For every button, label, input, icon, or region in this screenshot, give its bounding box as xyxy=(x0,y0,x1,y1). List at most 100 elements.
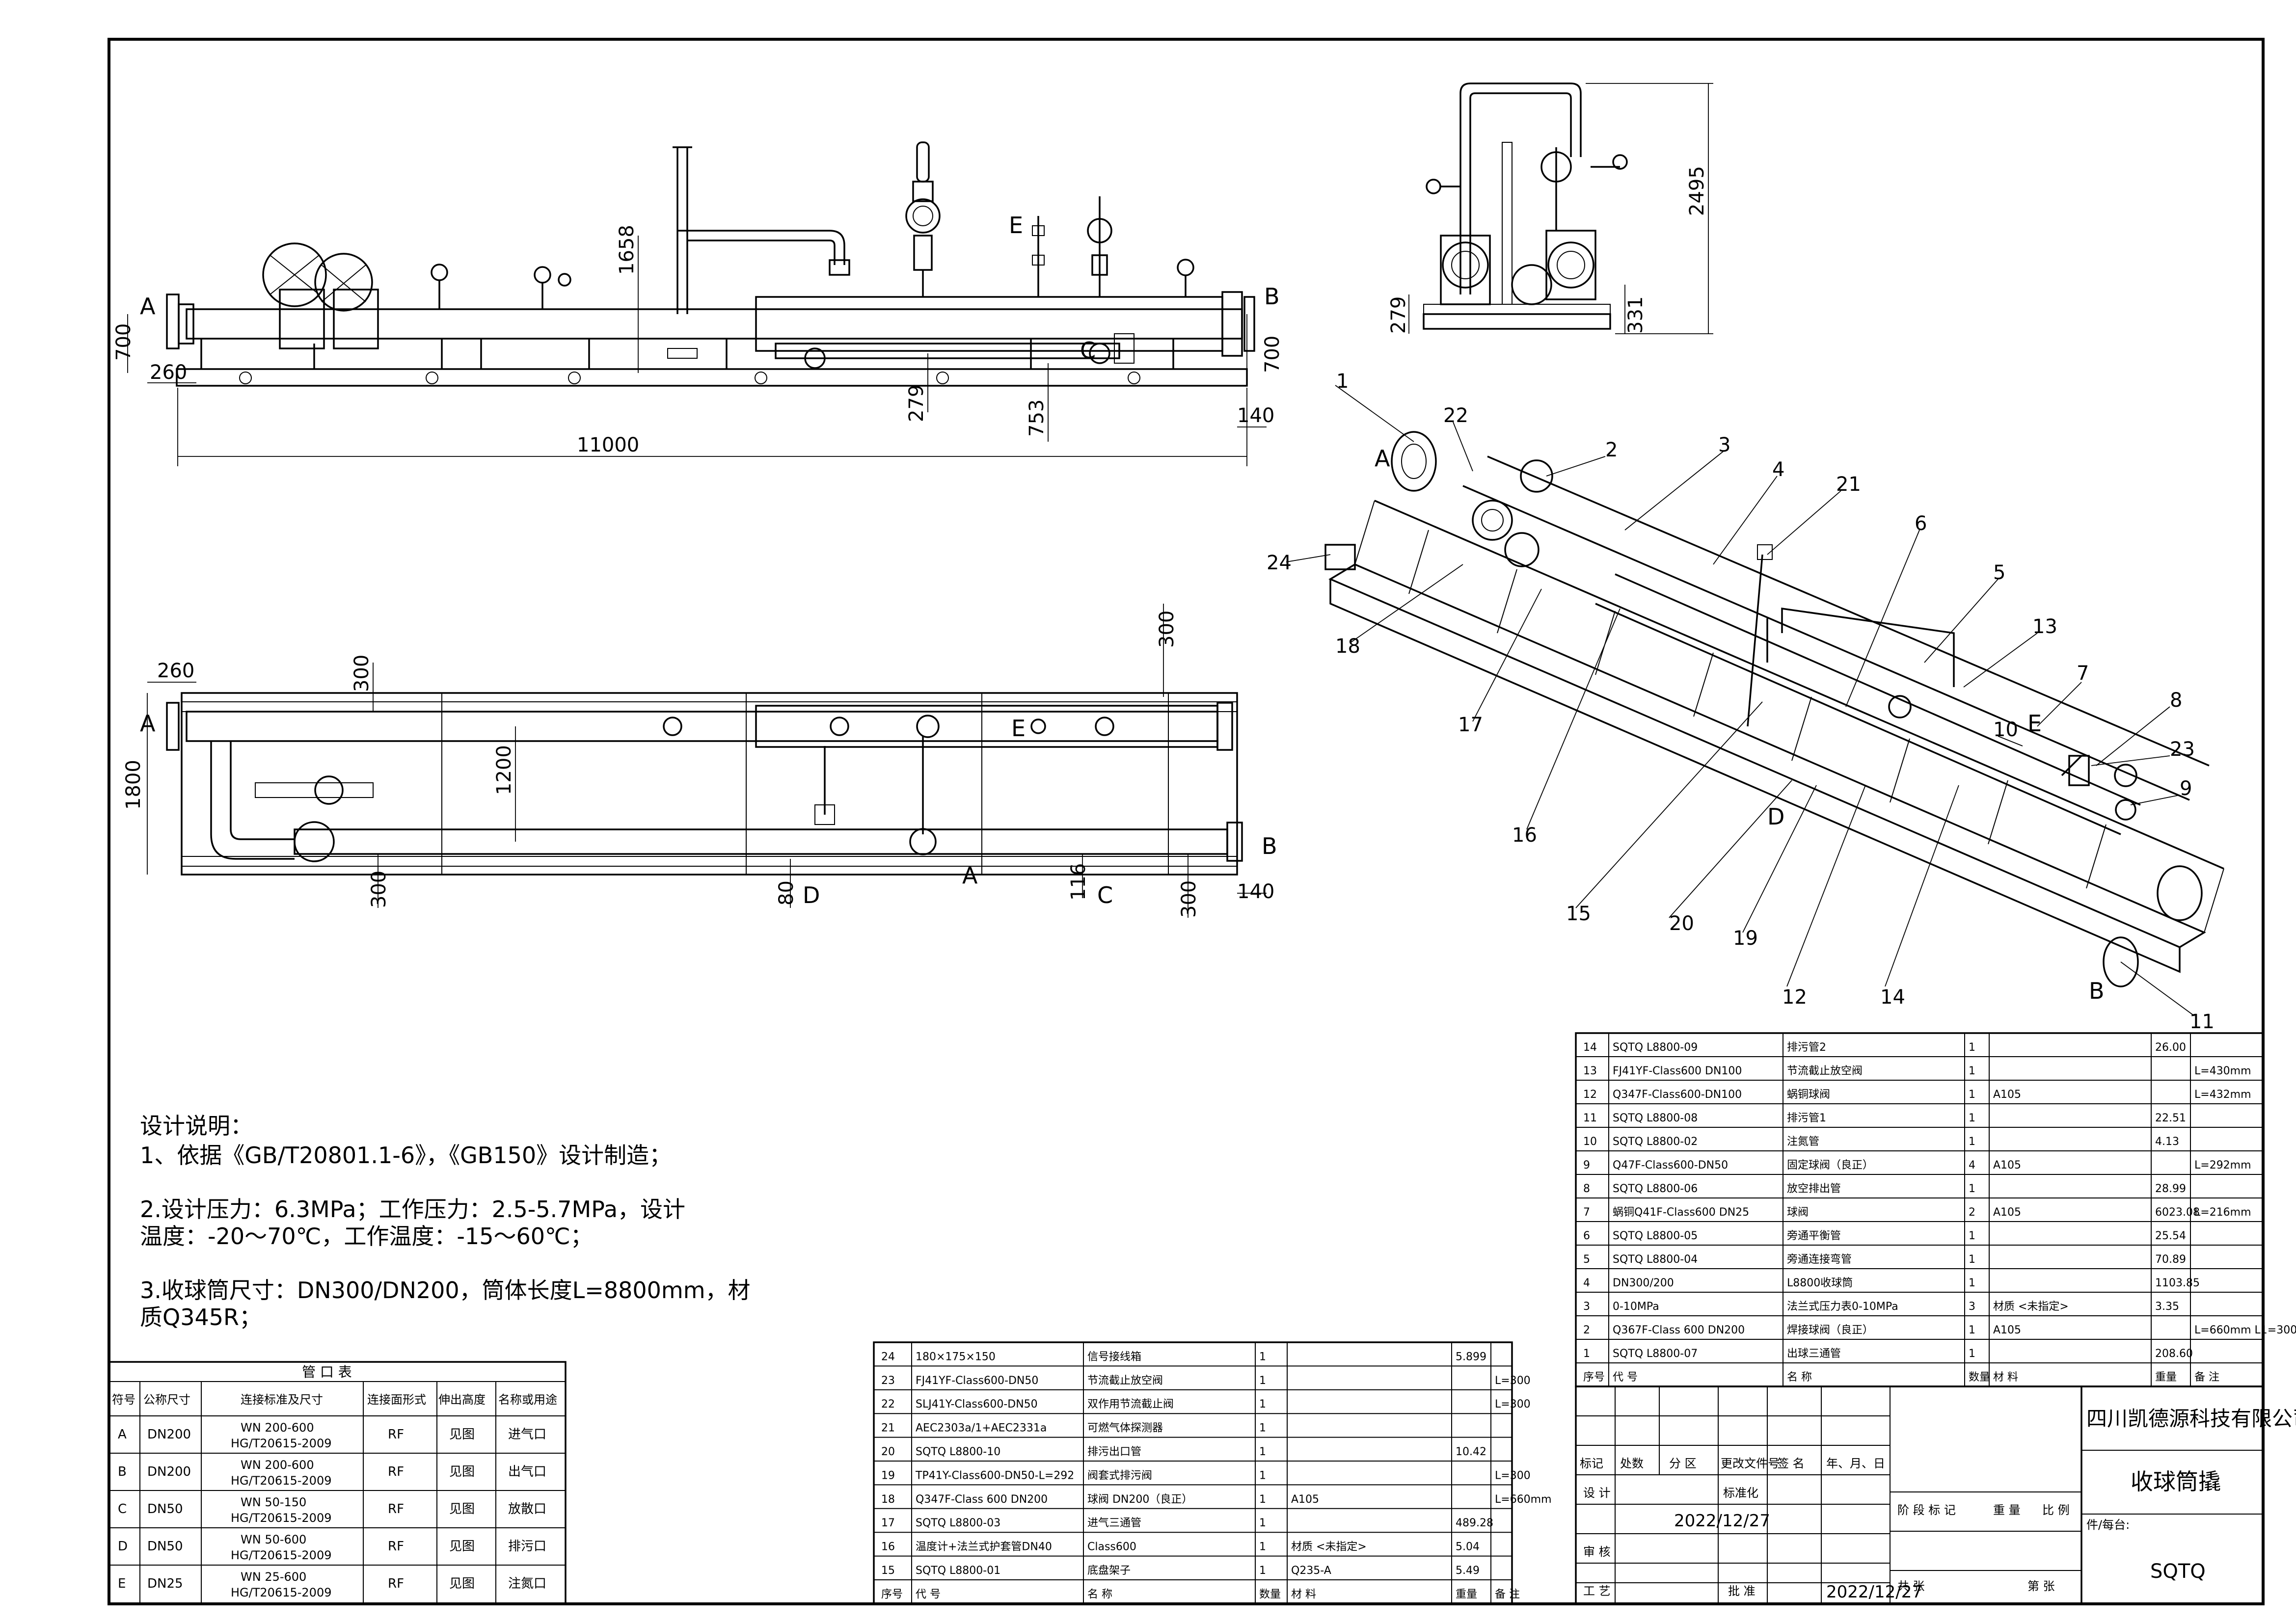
plan-port-a-lower: A xyxy=(962,862,978,889)
bom-cell: TP41Y-Class600-DN50-L=292 xyxy=(915,1469,1074,1482)
front-view: A B E C 1658 700 260 279 753 700 11000 1… xyxy=(112,141,1284,466)
front-dim-753: 753 xyxy=(1026,399,1048,437)
front-dim-260: 260 xyxy=(150,361,187,384)
bom-footer-cell: 材 料 xyxy=(1993,1371,2018,1384)
nozzle-cell-purpose: 放散口 xyxy=(508,1502,546,1517)
bom-cell: 1103.85 xyxy=(2155,1277,2200,1289)
isometric-view: 1 22 2 3 4 21 6 5 13 7 8 23 9 10 E 24 18… xyxy=(1267,370,2224,1033)
nozzle-cell-standard-code: HG/T20615-2009 xyxy=(231,1586,331,1599)
front-port-e: E xyxy=(1009,212,1023,239)
bom-cell: 0-10MPa xyxy=(1613,1301,1659,1313)
bom-cell: 1 xyxy=(1259,1493,1266,1506)
callout-20: 20 xyxy=(1669,912,1694,935)
bom-cell: 9 xyxy=(1583,1159,1590,1171)
nozzle-cell-face: RF xyxy=(388,1502,404,1517)
bom-cell: 蜗铜Q41F-Class600 DN25 xyxy=(1613,1206,1749,1219)
tb-label-date: 年、月、日 xyxy=(1826,1457,1885,1470)
plan-dim-116: 116 xyxy=(1067,863,1090,901)
tb-standard: 标准化 xyxy=(1723,1486,1758,1500)
bom-cell: 1 xyxy=(1969,1324,1975,1336)
plan-port-d: D xyxy=(803,882,820,908)
bom-cell: 底盘架子 xyxy=(1087,1565,1131,1577)
nozzle-cell-standard-code: HG/T20615-2009 xyxy=(231,1437,331,1450)
nozzle-cell-height: 见图 xyxy=(449,1502,475,1517)
bom-cell: SQTQ L8800-01 xyxy=(916,1565,1000,1577)
side-view: 2495 279 331 xyxy=(1387,82,1713,334)
nozzle-table-title: 管 口 表 xyxy=(302,1364,352,1380)
tb-label-zone: 分 区 xyxy=(1669,1457,1697,1470)
callout-16: 16 xyxy=(1512,824,1537,847)
plan-dim-300-top: 300 xyxy=(351,655,373,692)
bom-cell: 3 xyxy=(1969,1301,1975,1313)
nozzle-cell-purpose: 注氮口 xyxy=(508,1576,546,1591)
nozzle-header-height: 伸出高度 xyxy=(438,1393,486,1407)
front-dim-700-right: 700 xyxy=(1261,336,1284,373)
bom-cell: 3 xyxy=(1583,1301,1590,1313)
callout-e: E xyxy=(2027,710,2042,737)
company-name: 四川凯德源科技有限公司 xyxy=(2086,1407,2296,1431)
front-dim-140: 140 xyxy=(1237,404,1274,427)
bom-cell: 1 xyxy=(1969,1041,1975,1054)
notes-line3a: 3.收球筒尺寸：DN300/DN200，筒体长度L=8800mm，材 xyxy=(140,1277,751,1304)
bom-cell: FJ41YF-Class600 DN100 xyxy=(1613,1065,1742,1077)
bom-cell: 70.89 xyxy=(2155,1253,2186,1266)
bom-footer-cell: 数量 xyxy=(1259,1588,1281,1600)
nozzle-header-symbol: 符号 xyxy=(112,1393,135,1407)
bom-cell: 6 xyxy=(1583,1230,1590,1242)
bom-footer-cell: 数量 xyxy=(1969,1371,1990,1384)
bom-cell: SQTQ L8800-10 xyxy=(916,1446,1000,1458)
bom-cell: L=430mm xyxy=(2194,1065,2251,1077)
plan-dim-260: 260 xyxy=(157,660,194,682)
bom-cell: 4.13 xyxy=(2155,1136,2179,1148)
bom-cell: 14 xyxy=(1583,1041,1597,1054)
callout-d: D xyxy=(1767,803,1784,830)
bom-cell: 旁通连接弯管 xyxy=(1787,1253,1852,1266)
bom-cell: 7 xyxy=(1583,1206,1590,1219)
bom-cell: 5.04 xyxy=(1456,1541,1480,1553)
bom-cell: 17 xyxy=(881,1517,895,1529)
callout-3: 3 xyxy=(1718,434,1730,456)
bom-cell: L=432mm xyxy=(2194,1089,2251,1101)
drawing-name: 收球筒撬 xyxy=(2131,1468,2221,1495)
bom-cell: 12 xyxy=(1583,1089,1597,1101)
nozzle-cell-face: RF xyxy=(388,1427,404,1442)
bom-cell: A105 xyxy=(1993,1324,2021,1336)
bom-cell: SQTQ L8800-09 xyxy=(1613,1041,1698,1054)
bom-cell: SQTQ L8800-03 xyxy=(916,1517,1000,1529)
front-dim-height: 1658 xyxy=(616,225,638,275)
bom-cell: 1 xyxy=(1259,1398,1266,1410)
bom-cell: 10.42 xyxy=(1456,1446,1486,1458)
bom-cell: 24 xyxy=(881,1351,895,1363)
bom-cell: 16 xyxy=(881,1541,895,1553)
bom-cell: 焊接球阀（良正） xyxy=(1787,1324,1873,1336)
bom-cell: 球阀 DN200（良正） xyxy=(1087,1493,1192,1506)
bom-cell: SLJ41Y-Class600-DN50 xyxy=(916,1398,1038,1410)
bom-cell: L=300 xyxy=(1495,1469,1531,1482)
bom-cell: L=216mm xyxy=(2194,1206,2251,1219)
bom-cell: 15 xyxy=(881,1565,895,1577)
bom-footer-cell: 序号 xyxy=(881,1588,903,1600)
plan-dim-300-right-bottom: 300 xyxy=(1178,880,1200,918)
bom-cell: SQTQ L8800-06 xyxy=(1613,1183,1698,1195)
title-block: 四川凯德源科技有限公司 收球筒撬 件/每台: SQTQ 标记 处数 分 区 更改… xyxy=(1575,1385,2296,1605)
plan-view: A B E D A C 260 300 1800 1200 300 300 80… xyxy=(122,604,1277,918)
front-dim-700-left: 700 xyxy=(112,323,135,361)
bom-cell: 材质 <未指定> xyxy=(1993,1301,2069,1313)
bom-cell: 3.35 xyxy=(2155,1301,2179,1313)
bom-cell: 1 xyxy=(1259,1541,1266,1553)
nozzle-cell-height: 见图 xyxy=(449,1539,475,1554)
nozzle-cell-height: 见图 xyxy=(449,1576,475,1591)
tb-design: 设 计 xyxy=(1583,1486,1611,1500)
nozzle-cell-size: DN200 xyxy=(147,1464,191,1479)
front-dim-279: 279 xyxy=(905,385,928,422)
side-dim-279: 279 xyxy=(1387,296,1410,334)
callout-17: 17 xyxy=(1458,714,1483,736)
bom-cell: 1 xyxy=(1259,1517,1266,1529)
bom-cell: 材质 <未指定> xyxy=(1291,1541,1367,1553)
tb-date-approve: 2022/12/27 xyxy=(1826,1582,1922,1602)
plan-port-a-left: A xyxy=(140,710,156,737)
tb-approve: 批 准 xyxy=(1728,1584,1756,1598)
bom-footer-cell: 重量 xyxy=(1456,1588,1477,1600)
